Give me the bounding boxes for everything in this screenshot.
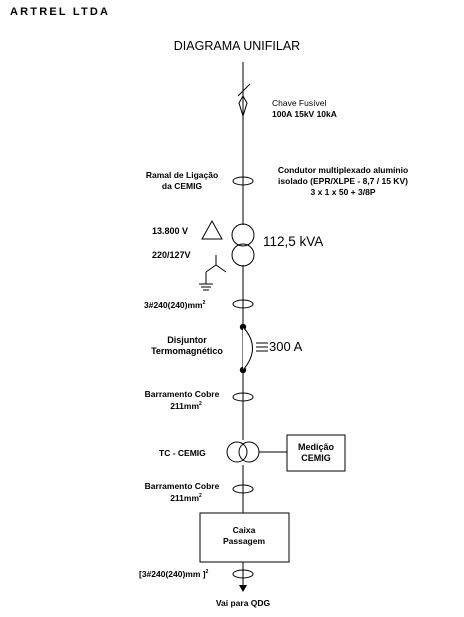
fuse-switch-icon: [237, 83, 251, 124]
breaker-rating: 300 A: [269, 339, 303, 354]
busbar2-ring-icon: [232, 484, 254, 494]
cable-ring-icon: [232, 299, 254, 309]
conductor-type: Condutor multiplexado alumínio: [278, 165, 408, 175]
delta-connection-icon: [201, 219, 223, 240]
branch-ring-icon: [232, 176, 254, 186]
grounded-wye-icon: [199, 255, 227, 291]
fuse-rating: 100A 15kV 10kA: [272, 109, 337, 119]
metering-owner: CEMIG: [301, 453, 331, 463]
transformer-power: 112,5 kVA: [263, 234, 323, 249]
breaker-label: Disjuntor: [167, 335, 207, 345]
busbar-1-label: Barramento Cobre: [145, 389, 220, 399]
company-name: ARTREL LTDA: [10, 6, 110, 18]
busbar-2-section: 211mm2: [170, 493, 202, 503]
junction-box-type: Passagem: [223, 536, 265, 546]
conductor-insulation: isolado (EPR/XLPE - 8,7 / 15 KV): [278, 176, 408, 186]
junction-box: [199, 512, 290, 563]
destination-label: Vai para QDG: [216, 598, 271, 608]
busbar-ring-icon: [232, 392, 254, 402]
cable-1-label: 3#240(240)mm2: [144, 300, 206, 310]
secondary-voltage: 220/127V: [152, 250, 191, 260]
busbar-1-section: 211mm2: [170, 401, 202, 411]
ct-label: TC - CEMIG: [159, 448, 206, 458]
fuse-label: Chave Fusível: [272, 98, 326, 108]
down-arrow-icon: [239, 585, 247, 592]
conductor-spec: 3 x 1 x 50 + 3/8P: [311, 187, 376, 197]
branch-owner: da CEMIG: [162, 181, 203, 191]
branch-label: Ramal de Ligação: [146, 170, 218, 180]
transformer-icon: [231, 223, 255, 267]
diagram-title: DIAGRAMA UNIFILAR: [174, 39, 300, 53]
breaker-type: Termomagnético: [151, 346, 223, 356]
output-ring-icon: [232, 569, 254, 579]
metering-box: [286, 434, 346, 472]
cable-2-label: [3#240(240)mm ]2: [139, 569, 209, 579]
current-transformer-icon: [226, 441, 260, 463]
junction-box-label: Caixa: [233, 525, 256, 535]
primary-voltage: 13.800 V: [152, 226, 188, 236]
busbar-2-label: Barramento Cobre: [145, 481, 220, 491]
metering-label: Medição: [298, 442, 335, 452]
breaker-icon: [239, 323, 268, 374]
